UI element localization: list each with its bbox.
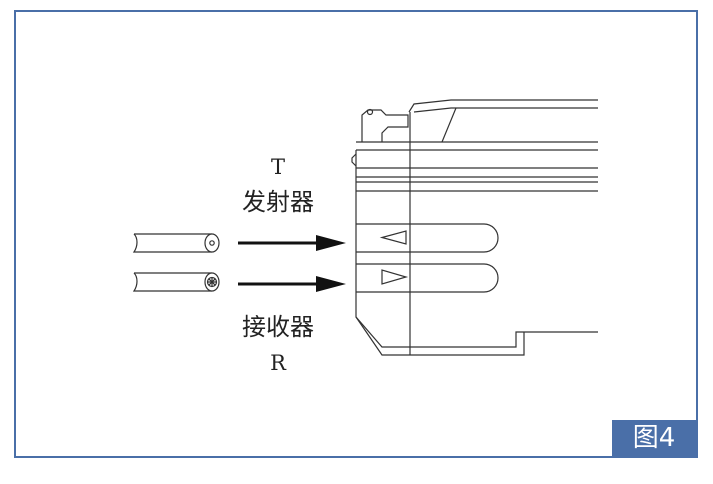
transmitter-name: 发射器	[242, 188, 314, 216]
receiver-letter: R	[270, 351, 287, 375]
transmitter-fiber-cable	[132, 233, 220, 253]
fiber-sensor-diagram: T 发射器 接收器 R	[132, 99, 598, 375]
receiver-fiber-cable	[132, 272, 220, 292]
figure-number-badge: 图4	[612, 420, 696, 456]
figure-frame: T 发射器 接收器 R	[14, 10, 698, 458]
receiver-insert-arrow	[238, 276, 346, 292]
transmitter-insert-arrow	[238, 235, 346, 251]
receiver-name: 接收器	[242, 313, 314, 341]
transmitter-letter: T	[271, 155, 285, 179]
amplifier-body	[351, 99, 598, 356]
